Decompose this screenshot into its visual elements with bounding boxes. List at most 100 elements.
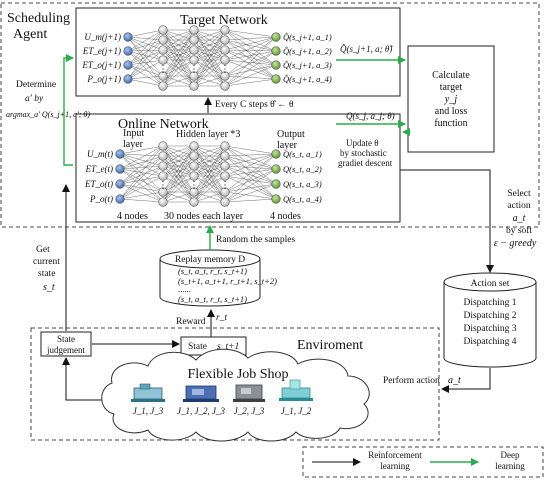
on-edge [224, 165, 277, 170]
calc-line3: y_j [444, 94, 457, 105]
tn-edge [224, 39, 277, 80]
select-line3: a_t [513, 213, 526, 224]
on-node-layer-1 [158, 151, 168, 161]
tn-node-layer-4 [271, 74, 281, 84]
on-edge [193, 191, 226, 203]
get-state-line2: current [33, 257, 60, 267]
on-edge [224, 155, 277, 170]
tn-edge [193, 29, 226, 61]
tn-node-layer-1 [158, 81, 168, 91]
on-edge [224, 183, 277, 193]
get-state-line1: Get [36, 245, 50, 255]
tn-edge [127, 59, 164, 80]
tn-edge [193, 39, 226, 87]
tn-edge [162, 29, 195, 61]
on-edge [224, 191, 277, 200]
on-edge [119, 145, 164, 200]
on-node-layer-2 [189, 171, 199, 181]
on-input-label: P_o(t) [89, 194, 113, 204]
tn-edge [162, 75, 195, 87]
on-edge [119, 168, 164, 193]
tn-edge [224, 39, 277, 52]
perform-action-var: a_t [448, 375, 461, 386]
machine-1-jobs: J_1, J_3 [133, 406, 164, 416]
tn-edge [127, 75, 164, 80]
replay-row-2: (s_t+1, a_t+1, r_t+1, s_t+2) [178, 276, 277, 286]
tn-edge [224, 64, 277, 87]
state-next-label: State [188, 342, 207, 352]
tn-edge [193, 75, 226, 87]
on-edge [224, 175, 277, 200]
on-edge [224, 153, 277, 157]
tn-edge [127, 29, 164, 52]
on-edge [162, 145, 195, 157]
tn-edge [224, 36, 277, 77]
on-edge [193, 165, 226, 177]
on-edge [224, 153, 277, 167]
on-node-layer-1 [158, 187, 168, 197]
on-node-layer-4 [271, 179, 281, 189]
tn-edge [193, 59, 226, 87]
on-edge [119, 175, 164, 200]
tn-edge [127, 64, 164, 87]
tn-edge [127, 29, 164, 66]
tn-node-layer-4 [271, 60, 281, 70]
tn-edge [127, 39, 164, 52]
replay-row-1: (s_t, a_t, r_t, s_t+1) [178, 266, 247, 276]
tn-edge [224, 75, 277, 80]
on-edge [224, 168, 277, 193]
on-edge [119, 153, 164, 203]
tn-output-label: Q̂(s_j+1, a_3) [283, 60, 332, 70]
tn-edge [224, 59, 277, 66]
target-network-output-labels: Q̂(s_j+1, a_1)Q̂(s_j+1, a_2)Q̂(s_j+1, a_… [283, 32, 332, 84]
select-line5: ε − greedy [494, 238, 537, 249]
tn-node-layer-3 [220, 35, 230, 45]
on-hidden-ellipsis: ⋮ [220, 180, 230, 191]
action-item-2: Dispatching 2 [463, 311, 516, 321]
on-node-layer-3 [220, 151, 230, 161]
tn-edge [193, 39, 226, 61]
random-samples-label: Random the samples [216, 235, 295, 245]
tn-edge [224, 49, 277, 80]
flexible-job-shop-cloud [101, 348, 370, 442]
tn-edge [127, 39, 164, 80]
tn-edge [224, 78, 277, 87]
on-edge [162, 155, 195, 177]
on-input-label: ET_e(t) [85, 164, 114, 174]
on-edge [224, 168, 277, 203]
tn-node-layer-2 [189, 35, 199, 45]
tn-node-layer-3 [220, 55, 230, 65]
on-edge [162, 155, 195, 203]
on-node-layer-3 [220, 197, 230, 207]
online-network-input-labels: U_m(t)ET_e(t)ET_o(t)P_o(t) [84, 149, 113, 204]
on-node-layer-0 [115, 194, 125, 204]
online-network-output-labels: Q(s_t, a_1)Q(s_t, a_2)Q(s_t, a_3)Q(s_t, … [283, 149, 322, 204]
tn-node-layer-1 [158, 25, 168, 35]
on-edge [119, 153, 164, 157]
tn-edge [224, 29, 277, 52]
tn-edge [162, 29, 195, 87]
on-edge [193, 145, 226, 193]
tn-edge [224, 50, 277, 87]
tn-edge [224, 29, 277, 66]
tn-node-layer-1 [158, 55, 168, 65]
scheduling-agent-frame [0, 2, 540, 228]
tn-edge [224, 50, 277, 61]
tn-edge [127, 29, 164, 38]
tn-edge [224, 49, 277, 52]
machine-3-icon [233, 384, 265, 402]
tn-node-layer-4 [271, 46, 281, 56]
on-node-layer-4 [271, 194, 281, 204]
calc-line2: target [440, 82, 463, 93]
on-output-label: Q(s_t, a_4) [283, 194, 322, 204]
legend-black-line1: Reinforcement [368, 450, 422, 460]
tn-edge [127, 49, 164, 80]
tn-edge [193, 29, 226, 77]
tn-edge [127, 29, 164, 80]
tn-output-label: Q̂(s_j+1, a_1) [283, 32, 332, 42]
on-edge [119, 165, 164, 185]
get-state-line3: state [38, 269, 55, 279]
tn-hidden-ellipsis: ⋮ [158, 64, 168, 75]
tn-node-layer-3 [220, 25, 230, 35]
